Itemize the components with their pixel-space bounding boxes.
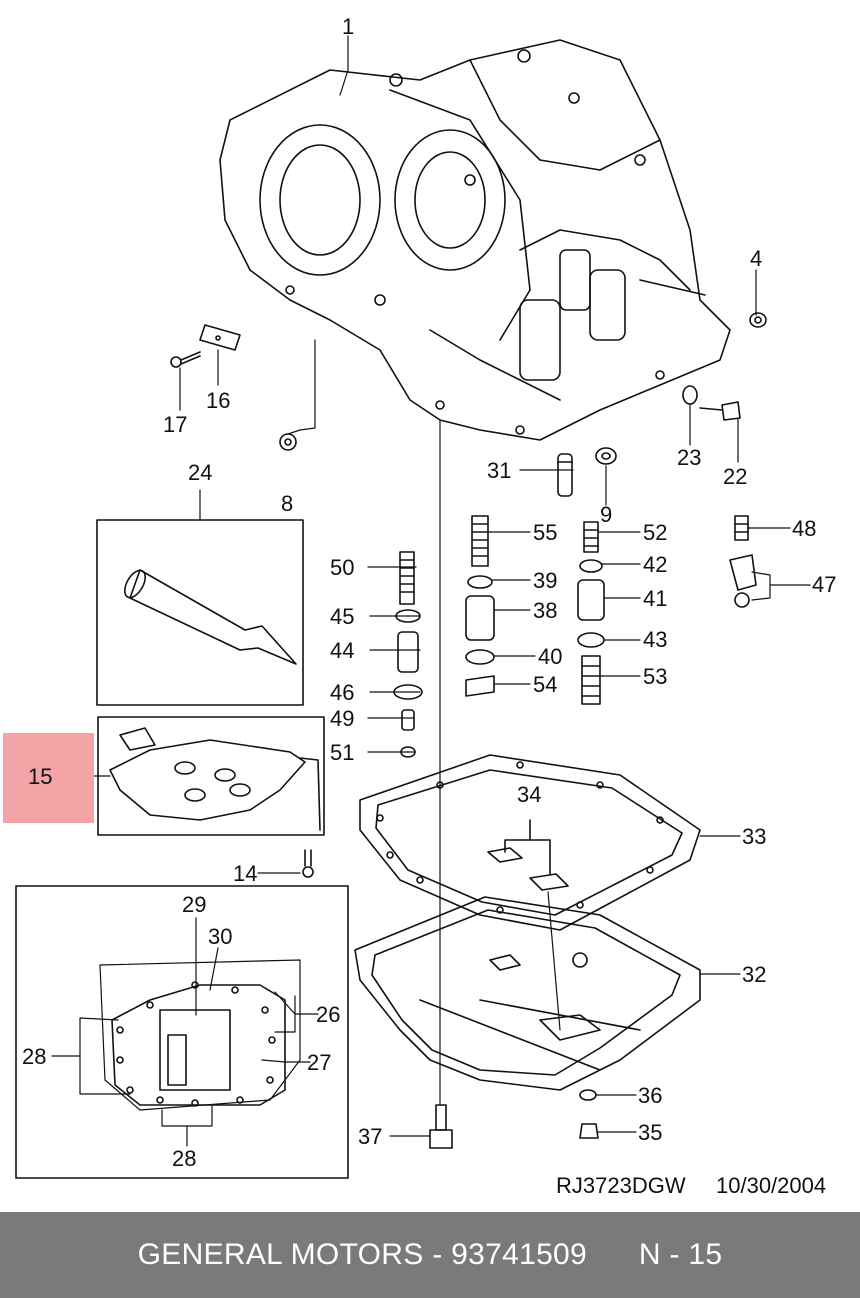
callout-34: 34 bbox=[517, 782, 541, 807]
footer-part-number: 93741509 bbox=[451, 1238, 588, 1271]
nut-4 bbox=[749, 312, 767, 328]
leader-lines bbox=[51, 35, 811, 1147]
callout-50: 50 bbox=[330, 555, 354, 580]
callout-38: 38 bbox=[533, 598, 557, 623]
filter bbox=[109, 727, 321, 831]
footer-separator: - bbox=[432, 1238, 443, 1271]
bolt-inset-box bbox=[15, 885, 349, 1179]
drawing-date: 10/30/2004 bbox=[716, 1173, 826, 1198]
footer-spacer-2 bbox=[443, 1238, 452, 1272]
callout-30: 30 bbox=[208, 924, 232, 949]
callout-42: 42 bbox=[643, 552, 667, 577]
callout-52: 52 bbox=[643, 520, 667, 545]
valve-stack-right bbox=[577, 521, 605, 705]
callout-4: 4 bbox=[750, 246, 762, 271]
washer-36 bbox=[579, 1089, 597, 1101]
callout-9: 9 bbox=[600, 502, 612, 527]
bolt-37 bbox=[429, 1104, 453, 1149]
callout-14: 14 bbox=[233, 861, 257, 886]
callout-36: 36 bbox=[638, 1083, 662, 1108]
transmission-case bbox=[219, 39, 731, 441]
callout-37: 37 bbox=[358, 1124, 382, 1149]
footer-brand: GENERAL MOTORS bbox=[137, 1238, 424, 1271]
callout-41: 41 bbox=[643, 586, 667, 611]
callout-48: 48 bbox=[792, 516, 816, 541]
callout-23: 23 bbox=[677, 445, 701, 470]
magnets-34 bbox=[487, 819, 569, 891]
sealant-tube bbox=[123, 569, 297, 665]
callout-32: 32 bbox=[742, 962, 766, 987]
oil-pan-32 bbox=[354, 896, 701, 1091]
callout-28-left: 28 bbox=[22, 1044, 46, 1069]
highlight-15 bbox=[3, 733, 94, 823]
washer-9 bbox=[595, 447, 617, 465]
footer-position: N - 15 bbox=[638, 1238, 723, 1271]
callout-labels: 1 4 8 9 14 15 16 17 22 23 24 26 27 28 28… bbox=[22, 14, 836, 1171]
callout-51: 51 bbox=[330, 740, 354, 765]
spring-48 bbox=[734, 515, 749, 541]
callout-55: 55 bbox=[533, 520, 557, 545]
plug-22 bbox=[699, 401, 741, 421]
valve-stack-left bbox=[393, 551, 423, 758]
callout-53: 53 bbox=[643, 664, 667, 689]
callout-35: 35 bbox=[638, 1120, 662, 1145]
plate-16 bbox=[199, 324, 241, 351]
callout-43: 43 bbox=[643, 627, 667, 652]
parts-diagram: 1 4 8 9 14 15 16 17 22 23 24 26 27 28 28… bbox=[3, 14, 836, 1198]
callout-26: 26 bbox=[316, 1002, 340, 1027]
footer-bar: GENERAL MOTORS - 93741509 N - 15 bbox=[0, 1212, 860, 1298]
callout-28-bottom: 28 bbox=[172, 1146, 196, 1171]
callout-29: 29 bbox=[182, 892, 206, 917]
sealant-box bbox=[96, 519, 304, 706]
callout-24: 24 bbox=[188, 460, 212, 485]
drawing-reference: RJ3723DGW bbox=[556, 1173, 686, 1198]
footer-spacer-1 bbox=[424, 1238, 433, 1272]
callout-45: 45 bbox=[330, 604, 354, 629]
callout-31: 31 bbox=[487, 458, 511, 483]
callout-44: 44 bbox=[330, 638, 354, 663]
callout-33: 33 bbox=[742, 824, 766, 849]
callout-39: 39 bbox=[533, 568, 557, 593]
callout-15: 15 bbox=[28, 764, 52, 789]
valve-stack-middle bbox=[465, 515, 495, 697]
bolt-14 bbox=[302, 849, 314, 878]
callout-40: 40 bbox=[538, 644, 562, 669]
callout-8: 8 bbox=[281, 491, 293, 516]
callout-49: 49 bbox=[330, 706, 354, 731]
bolt-17 bbox=[170, 351, 201, 368]
footer-spacer-3 bbox=[587, 1238, 639, 1272]
inset-pan bbox=[99, 959, 301, 1111]
callout-27: 27 bbox=[307, 1050, 331, 1075]
washer-8 bbox=[279, 433, 297, 451]
valve-47 bbox=[729, 554, 757, 608]
callout-22: 22 bbox=[723, 464, 747, 489]
callout-46: 46 bbox=[330, 680, 354, 705]
callout-16: 16 bbox=[206, 388, 230, 413]
callout-1: 1 bbox=[342, 14, 354, 39]
pin-31 bbox=[557, 453, 573, 497]
callout-54: 54 bbox=[533, 672, 557, 697]
ring-23 bbox=[682, 385, 698, 405]
plug-35 bbox=[579, 1123, 599, 1139]
callout-17: 17 bbox=[163, 412, 187, 437]
callout-47: 47 bbox=[812, 572, 836, 597]
